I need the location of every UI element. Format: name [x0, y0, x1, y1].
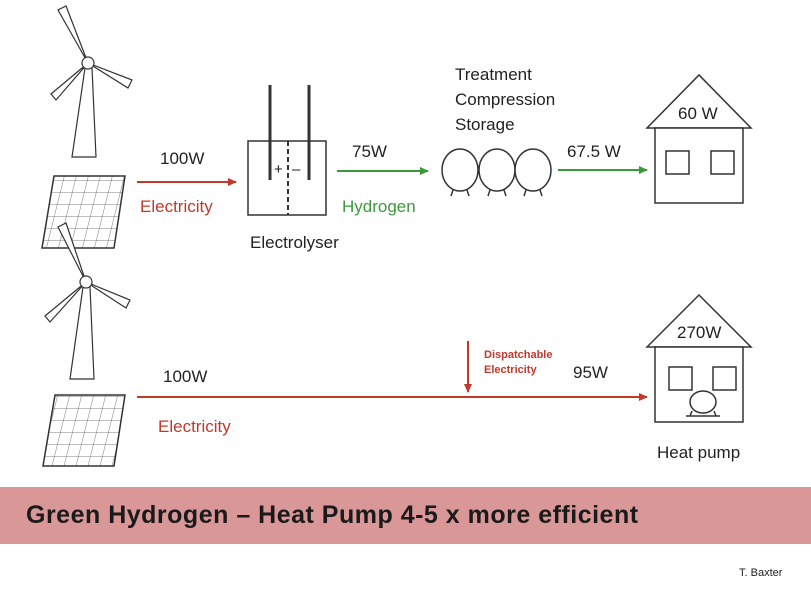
electrolyser-minus-sign: –	[292, 161, 301, 178]
author-credit: T. Baxter	[739, 567, 783, 579]
processing-label-compression: Compression	[455, 90, 556, 109]
electrolyser-icon	[247, 85, 327, 216]
delivered-power-bottom-label: 95W	[573, 363, 608, 382]
heat-pump-icon	[686, 390, 720, 417]
home-output-bottom-label: 270W	[677, 323, 722, 342]
electrolyser-label: Electrolyser	[250, 233, 339, 252]
conclusion-banner-text: Green Hydrogen – Heat Pump 4-5 x more ef…	[26, 501, 639, 529]
wind-turbine-top-icon	[50, 5, 133, 158]
dispatchable-label-line2: Electricity	[484, 364, 537, 376]
top-electricity-label: Electricity	[140, 197, 213, 216]
solar-panel-top-icon	[41, 175, 126, 249]
electrolyser-plus-sign: +	[274, 161, 283, 178]
bottom-electricity-label: Electricity	[158, 417, 231, 436]
hydrogen-power-label: 75W	[352, 142, 387, 161]
house-top-icon	[645, 73, 753, 204]
delivered-power-top-label: 67.5 W	[567, 142, 621, 161]
storage-tanks-icon	[441, 148, 552, 197]
bottom-power-in-label: 100W	[163, 367, 208, 386]
home-output-top-label: 60 W	[678, 104, 718, 123]
processing-label-treatment: Treatment	[455, 65, 532, 84]
hydrogen-label: Hydrogen	[342, 197, 416, 216]
dispatchable-label-line1: Dispatchable	[484, 349, 553, 361]
heat-pump-label: Heat pump	[657, 443, 741, 462]
solar-panel-bottom-icon	[42, 394, 126, 467]
wind-turbine-bottom-icon	[44, 222, 131, 380]
conclusion-banner	[0, 487, 811, 544]
processing-label-storage: Storage	[455, 115, 515, 134]
top-power-in-label: 100W	[160, 149, 205, 168]
